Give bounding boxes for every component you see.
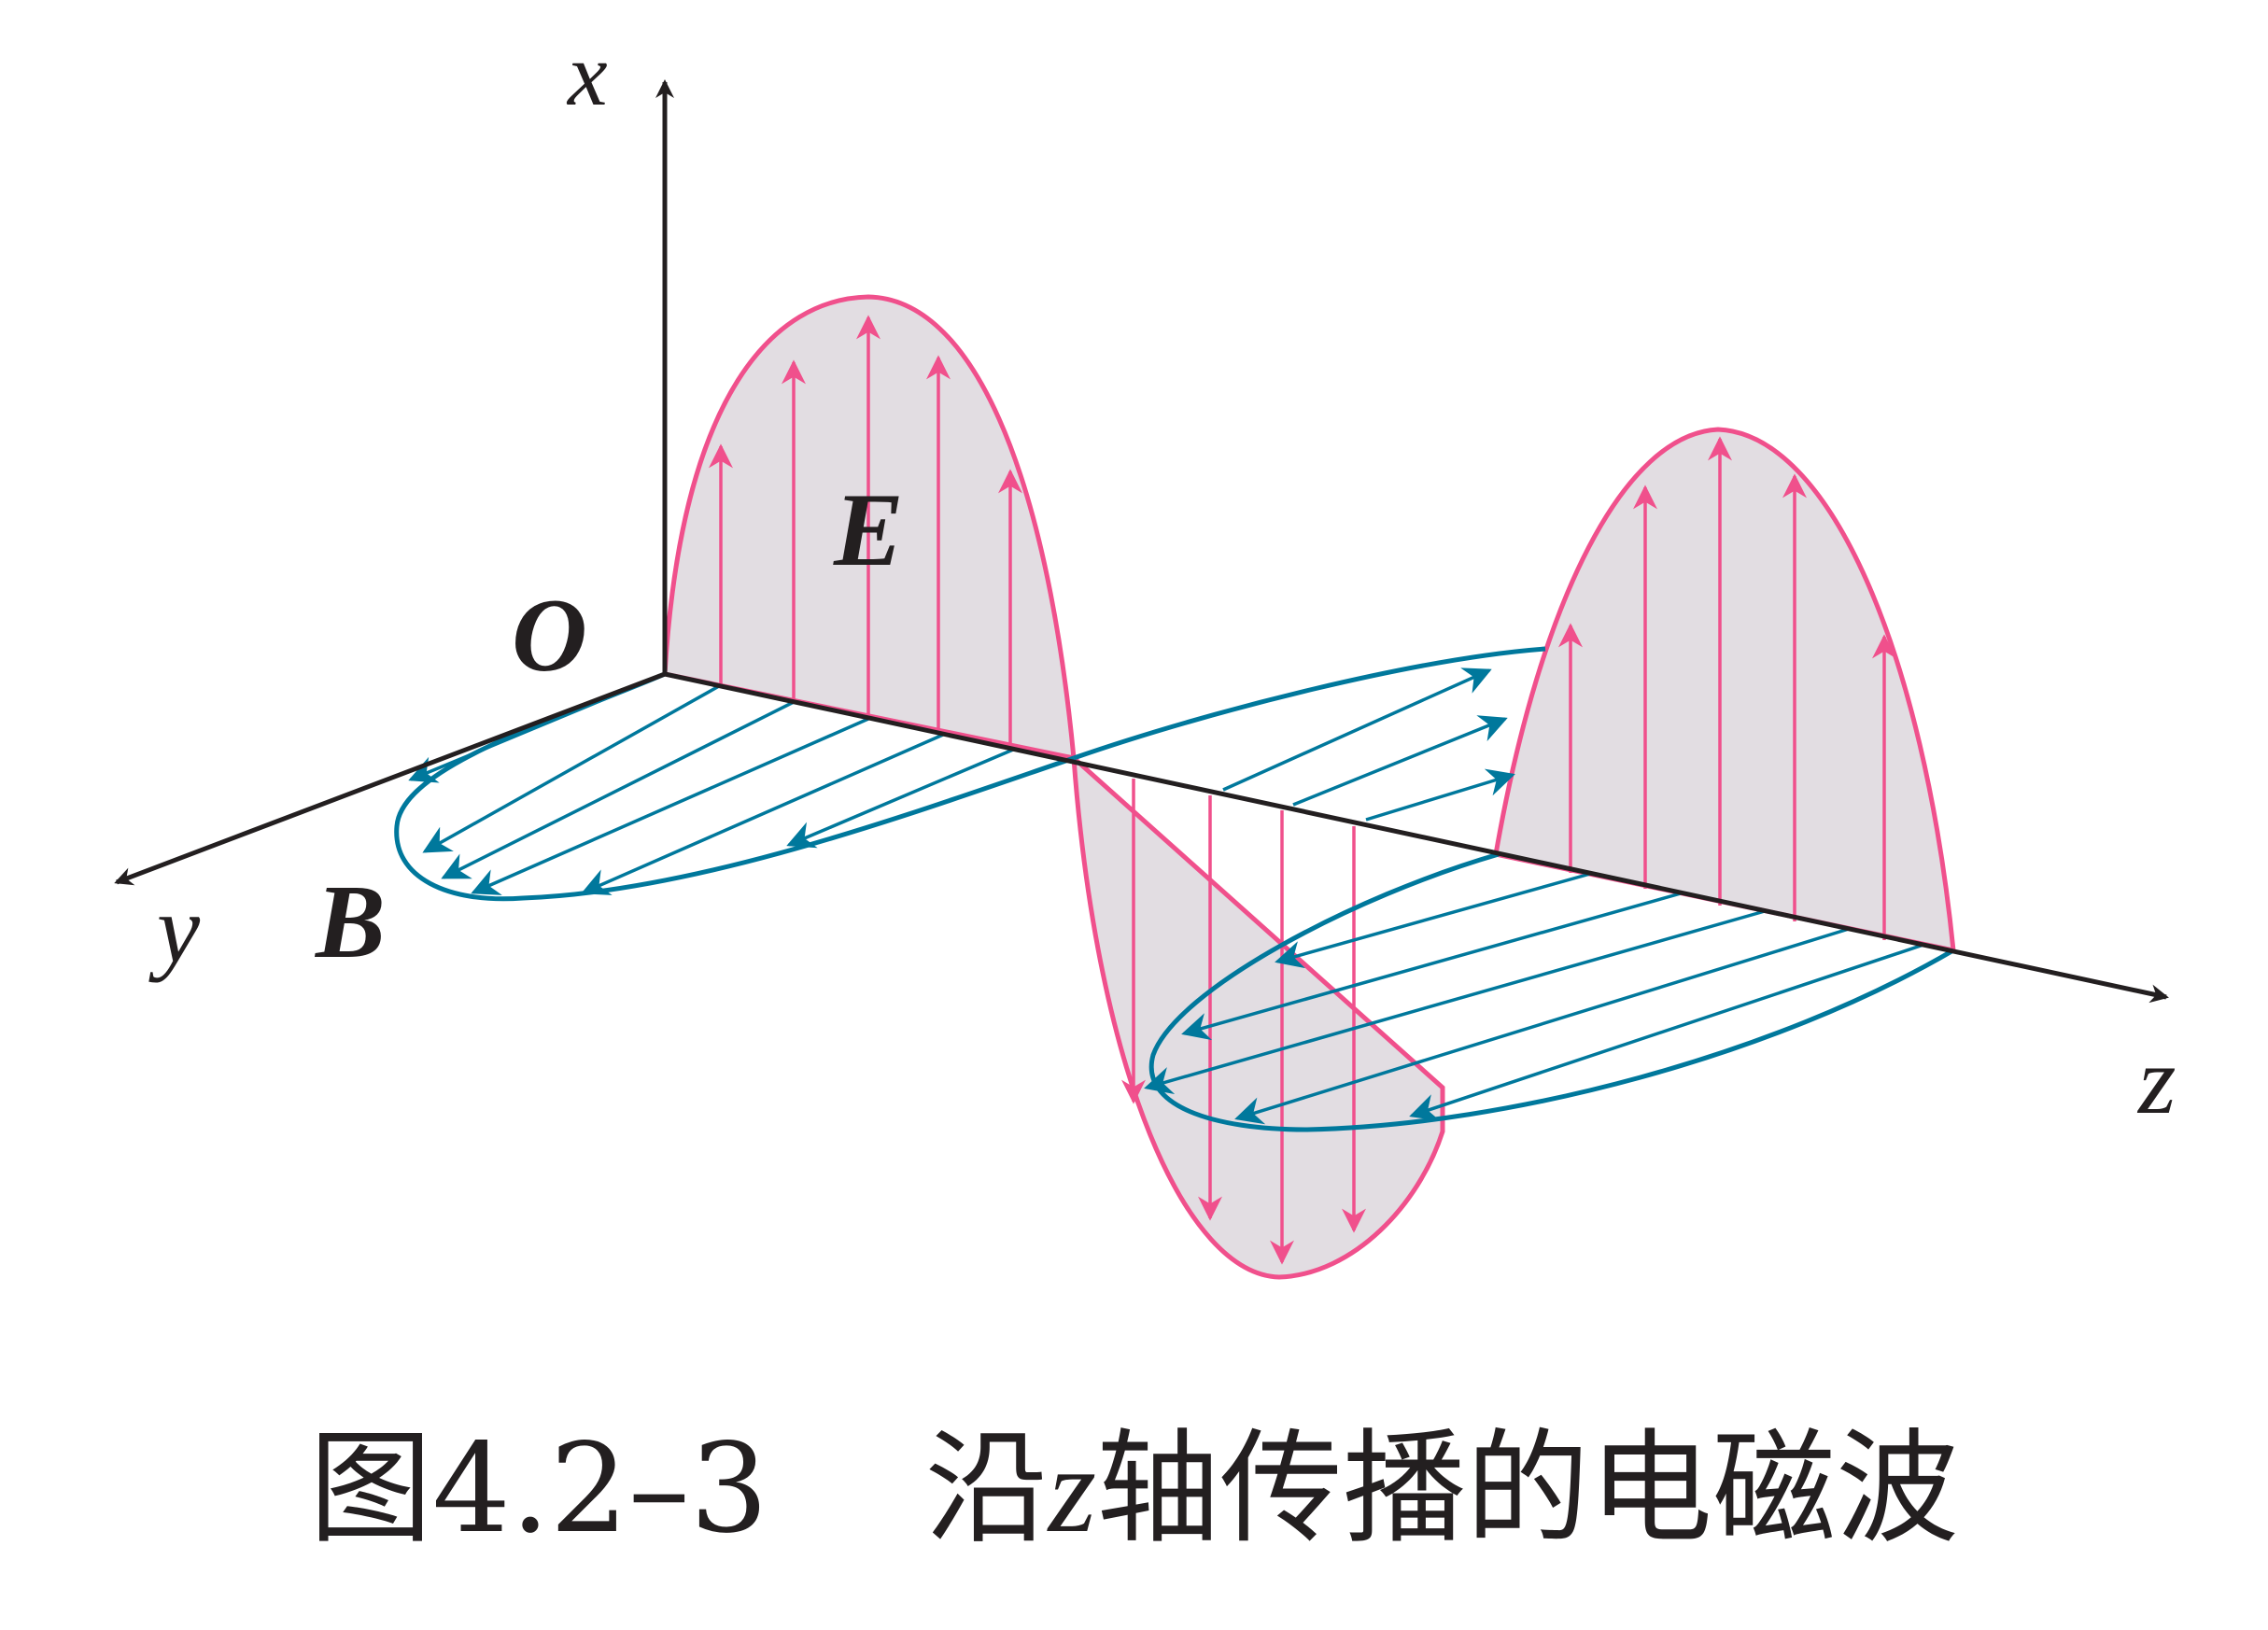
magnetic-field-vector <box>581 733 944 895</box>
origin-label: O <box>512 578 587 694</box>
magnetic-field-vector <box>786 748 1014 849</box>
caption-gap <box>768 1417 925 1561</box>
z-axis-label: z <box>2136 1027 2176 1134</box>
x-axis-label: x <box>566 24 608 124</box>
magnetic-field-vector <box>1222 667 1492 792</box>
magnetic-field-vector <box>1292 715 1508 807</box>
figure-number: 图4.2–3 <box>308 1417 768 1561</box>
magnetic-field-vector <box>1144 909 1766 1095</box>
magnetic-field-vector <box>1409 943 1924 1121</box>
y-axis <box>114 671 666 886</box>
magnetic-field-vector <box>1365 768 1515 822</box>
caption-text-after: 轴传播的电磁波 <box>1096 1417 1960 1561</box>
axes <box>114 79 2169 1004</box>
electric-field-lobe-3 <box>1493 427 1956 954</box>
magnetic-field-vector <box>471 717 869 895</box>
caption-variable: z <box>1048 1421 1097 1558</box>
magnetic-field-vector <box>441 700 795 879</box>
z-axis <box>664 671 2169 1004</box>
electric-field-label: E <box>833 472 904 588</box>
electric-field-vectors <box>709 315 1896 1265</box>
magnetic-field-vector <box>1181 892 1682 1041</box>
y-axis-label: y <box>148 876 201 983</box>
magnetic-field-label: B <box>314 864 386 980</box>
magnetic-field-wave <box>394 646 1955 1132</box>
electric-field-wave <box>662 294 1956 1280</box>
magnetic-field-vector <box>422 684 720 853</box>
magnetic-field-vectors <box>408 667 1924 1125</box>
caption-text-before: 沿 <box>924 1417 1049 1561</box>
electric-field-lobe-2 <box>1071 752 1445 1280</box>
magnetic-field-loop-2 <box>1073 646 1546 761</box>
figure-caption: 图4.2–3 沿z轴传播的电磁波 <box>0 1419 2268 1559</box>
magnetic-field-vector <box>1234 927 1850 1125</box>
magnetic-field-vector <box>1275 872 1591 969</box>
